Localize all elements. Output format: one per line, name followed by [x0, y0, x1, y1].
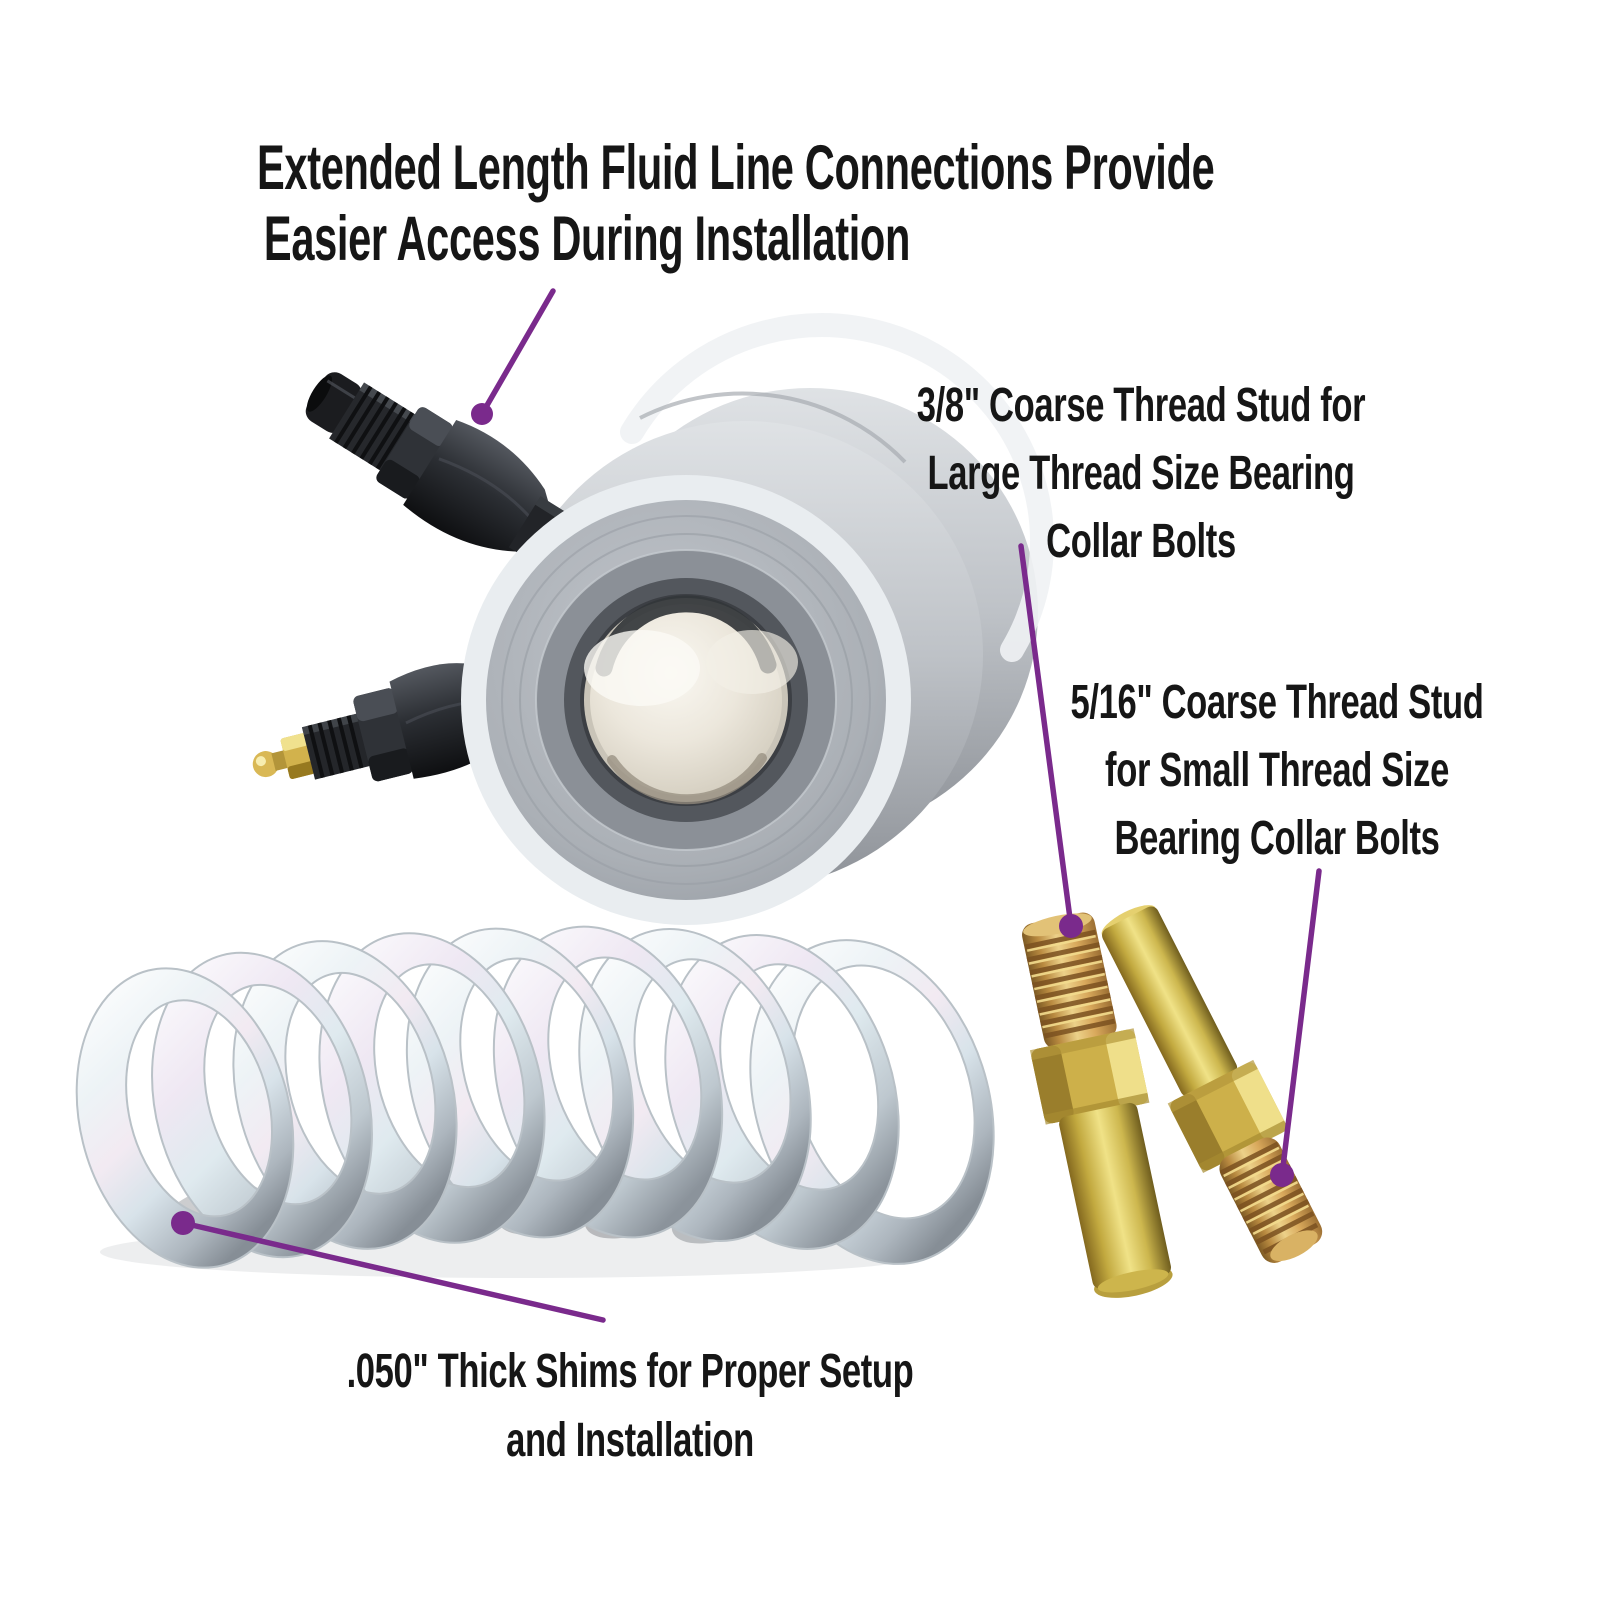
label-line: Collar Bolts	[1046, 515, 1236, 568]
label-line: Easier Access During Installation	[263, 204, 911, 274]
callout-dot-stud-516	[1270, 1163, 1294, 1187]
callout-line-stud-516	[1279, 868, 1322, 1178]
callout-line-shims	[180, 1220, 606, 1323]
label-stud-5-16: 5/16" Coarse Thread Stud for Small Threa…	[1025, 669, 1529, 873]
shim-stack	[75, 925, 995, 1278]
label-line: 5/16" Coarse Thread Stud	[1070, 676, 1484, 729]
stud-5-16-coarse	[1101, 905, 1323, 1263]
label-line: Extended Length Fluid Line Connections P…	[257, 133, 1215, 203]
label-stud-3-8: 3/8" Coarse Thread Stud for Large Thread…	[889, 372, 1393, 576]
label-line: 3/8" Coarse Thread Stud for	[916, 379, 1366, 432]
callout-line-stud-38	[1018, 543, 1074, 929]
callout-dot-shims	[171, 1211, 195, 1235]
label-line: and Installation	[506, 1414, 754, 1467]
label-line: Large Thread Size Bearing	[927, 447, 1355, 500]
label-fluid-line-connections: Extended Length Fluid Line Connections P…	[257, 133, 1215, 275]
callout-dot-stud-38	[1059, 914, 1083, 938]
label-line: .050" Thick Shims for Proper Setup	[346, 1345, 914, 1398]
shim-ring	[75, 967, 295, 1269]
stud-3-8-coarse	[1022, 912, 1173, 1298]
label-line: for Small Thread Size	[1105, 744, 1449, 797]
callout-dot-fluid-line	[471, 403, 493, 425]
label-line: Bearing Collar Bolts	[1114, 812, 1440, 865]
callout-line-fluid-line	[479, 288, 556, 417]
bearing-front-face	[461, 475, 911, 925]
label-shims: .050" Thick Shims for Proper Setup and I…	[342, 1337, 918, 1475]
